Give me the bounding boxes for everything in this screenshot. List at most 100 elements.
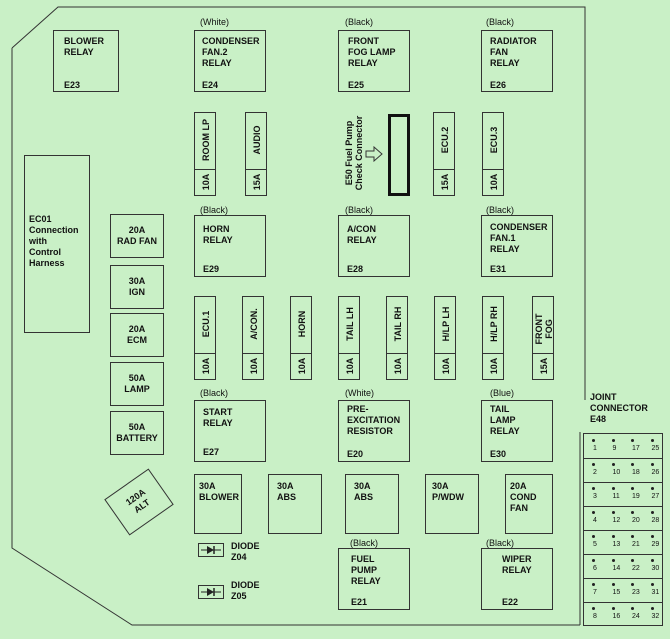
joint-connector-pin-dot (631, 535, 634, 538)
joint-connector-pin-dot (611, 487, 615, 490)
fuse-ecu1: ECU.1 10A (194, 296, 216, 380)
tail-lamp-relay: TAIL LAMP RELAY E30 (481, 400, 553, 462)
joint-connector-pin-label: 28 (651, 517, 660, 524)
wiper-relay: WIPER RELAY E22 (481, 548, 553, 610)
joint-connector-pin-dot (631, 487, 634, 490)
diode-icon (201, 588, 221, 596)
fuse-20a-cond-fan: 20A COND FAN (505, 474, 553, 534)
radiator-relay-color: (Black) (486, 17, 515, 27)
joint-connector-row-divider (584, 602, 662, 603)
fuse-ecu2: ECU.2 15A (433, 112, 455, 196)
joint-connector-pin-label: 4 (593, 517, 597, 524)
joint-connector-pin-dot (650, 607, 654, 610)
arrow-right-icon (365, 146, 383, 162)
fuse-horn: HORN 10A (290, 296, 312, 380)
joint-connector-pin-label: 13 (612, 541, 621, 548)
joint-connector-pin-label: 20 (632, 517, 640, 524)
joint-connector-pin-dot (592, 559, 595, 562)
joint-connector-pin-dot (631, 463, 634, 466)
joint-connector-row-divider (584, 458, 662, 459)
condenser1-relay-color: (Black) (486, 205, 515, 215)
joint-connector-pin-label: 30 (651, 565, 660, 572)
acon-relay-color: (Black) (345, 205, 374, 215)
joint-connector-pin-label: 10 (612, 469, 621, 476)
joint-connector-pin-dot (611, 607, 615, 610)
fuse-30a-blower: 30A BLOWER (194, 474, 242, 534)
fuel-pump-relay-color: (Black) (350, 538, 379, 548)
joint-connector-pin-dot (592, 463, 595, 466)
joint-connector-row-divider (584, 506, 662, 507)
fuse-50a-lamp: 50A LAMP (110, 362, 164, 406)
tail-lamp-relay-color: (Blue) (490, 388, 515, 398)
wiper-relay-color: (Black) (486, 538, 515, 548)
joint-connector-pin-label: 22 (632, 565, 640, 572)
joint-connector-pin-dot (650, 487, 654, 490)
joint-connector-pin-label: 17 (632, 445, 640, 452)
fuse-room-lp: ROOM LP 10A (194, 112, 216, 196)
joint-connector-pin-dot (631, 559, 634, 562)
joint-connector-row-divider (584, 530, 662, 531)
fuse-hlp-rh: H/LP RH 10A (482, 296, 504, 380)
joint-connector-pin-dot (592, 535, 595, 538)
fuse-30a-pwdw: 30A P/WDW (425, 474, 479, 534)
joint-connector-pin-dot (592, 511, 595, 514)
joint-connector-pin-label: 16 (612, 613, 621, 620)
diode-z05 (198, 585, 224, 599)
fuse-50a-battery: 50A BATTERY (110, 411, 164, 455)
joint-connector-row-divider (584, 578, 662, 579)
diode-z04 (198, 543, 224, 557)
joint-connector-pin-label: 24 (632, 613, 640, 620)
front-fog-lamp-relay: FRONT FOG LAMP RELAY E25 (338, 30, 410, 92)
diode-z05-label: DIODE Z05 (231, 580, 260, 601)
joint-connector-pin-dot (650, 583, 654, 586)
joint-connector-pin-dot (631, 439, 634, 442)
joint-connector-pin-dot (592, 583, 595, 586)
joint-connector-pin-label: 31 (651, 589, 660, 596)
joint-connector-pin-label: 15 (612, 589, 621, 596)
horn-relay: HORN RELAY E29 (194, 215, 266, 277)
joint-connector-pin-dot (650, 511, 654, 514)
start-relay: START RELAY E27 (194, 400, 266, 462)
diode-icon (201, 546, 221, 554)
fuse-20a-rad-fan: 20A RAD FAN (110, 214, 164, 258)
fuel-pump-check-connector (388, 114, 410, 196)
condenser-fan2-relay: CONDENSER FAN.2 RELAY E24 (194, 30, 266, 92)
joint-connector-pin-label: 23 (632, 589, 640, 596)
joint-connector-pin-label: 14 (612, 565, 621, 572)
start-relay-color: (Black) (200, 388, 229, 398)
joint-connector-pin-dot (611, 439, 615, 442)
preexcitation-color: (White) (345, 388, 374, 398)
fuse-20a-ecm: 20A ECM (110, 313, 164, 357)
joint-connector-pin-dot (611, 535, 615, 538)
joint-connector-pin-label: 7 (593, 589, 597, 596)
joint-connector-pin-label: 3 (593, 493, 597, 500)
condenser2-color: (White) (200, 17, 229, 27)
joint-connector-pin-label: 5 (593, 541, 597, 548)
condenser-fan1-relay: CONDENSER FAN.1 RELAY E31 (481, 215, 553, 277)
fuse-tail-rh: TAIL RH 10A (386, 296, 408, 380)
fuse-hlp-lh: H/LP LH 10A (434, 296, 456, 380)
blower-relay: BLOWER RELAY E23 (53, 30, 119, 92)
fuse-ecu3: ECU.3 10A (482, 112, 504, 196)
joint-connector-pin-dot (631, 607, 634, 610)
fuse-30a-ign: 30A IGN (110, 265, 164, 309)
joint-connector-pin-label: 32 (651, 613, 660, 620)
radiator-fan-relay: RADIATOR FAN RELAY E26 (481, 30, 553, 92)
pre-excitation-resistor: PRE- EXCITATION RESISTOR E20 (338, 400, 410, 462)
fuse-tail-lh: TAIL LH 10A (338, 296, 360, 380)
joint-connector-pin-label: 19 (632, 493, 640, 500)
joint-connector-pin-label: 25 (651, 445, 660, 452)
joint-connector-pin-label: 26 (651, 469, 660, 476)
joint-connector-row-divider (584, 554, 662, 555)
joint-connector-pin-dot (650, 439, 654, 442)
joint-connector-pin-dot (631, 511, 634, 514)
fuse-acon: A/CON. 10A (242, 296, 264, 380)
joint-connector-pin-dot (650, 559, 654, 562)
joint-connector-pin-dot (650, 535, 654, 538)
joint-connector-pin-dot (611, 463, 615, 466)
fuse-front-fog: FRONT FOG 15A (532, 296, 554, 380)
fuse-30a-abs-1: 30A ABS (268, 474, 322, 534)
joint-connector-pin-dot (631, 583, 634, 586)
